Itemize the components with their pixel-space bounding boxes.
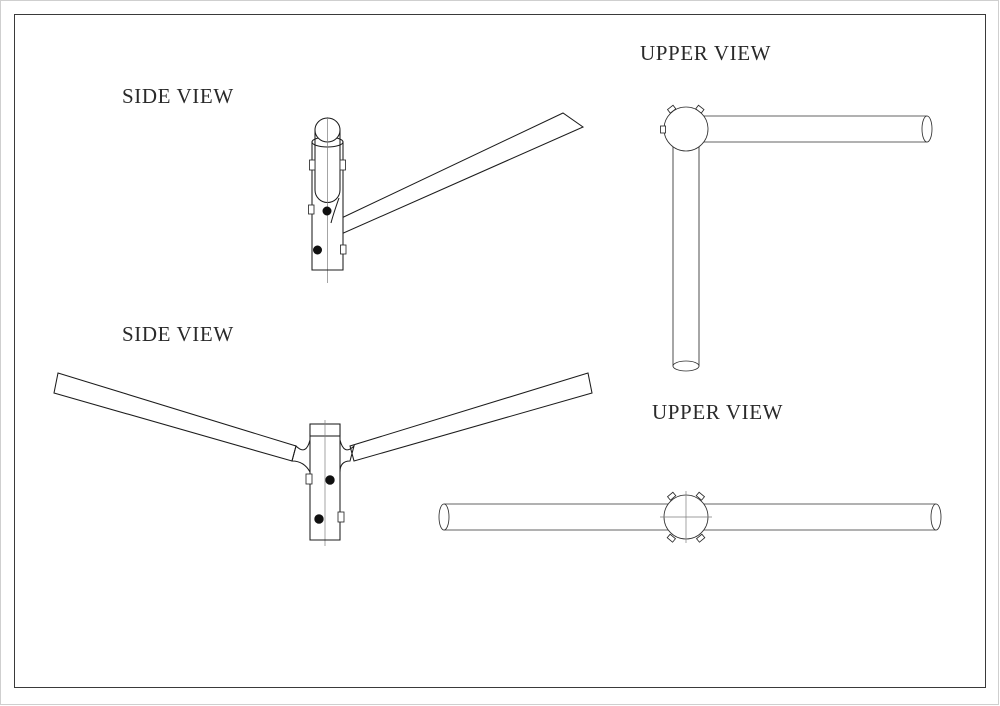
fillet-left bbox=[291, 439, 311, 473]
lug-top-right bbox=[695, 104, 705, 114]
arm-left bbox=[53, 372, 297, 462]
label-upper-view-top: UPPER VIEW bbox=[640, 41, 772, 65]
side-view-top-svg bbox=[308, 112, 585, 283]
lug-bottom-right bbox=[695, 533, 706, 543]
tab-right-upper bbox=[339, 159, 346, 171]
lug-left bbox=[660, 125, 666, 134]
label-side-view-top: SIDE VIEW bbox=[122, 84, 234, 108]
tab-left-lower bbox=[308, 204, 315, 215]
tab-left bbox=[305, 473, 313, 485]
label-upper-view-bottom: UPPER VIEW bbox=[652, 400, 784, 424]
hub-lugs bbox=[660, 104, 705, 134]
hub-circle bbox=[663, 106, 709, 152]
arm-fillet bbox=[330, 197, 340, 224]
arm-right bbox=[349, 372, 593, 462]
side-view-bottom-svg bbox=[53, 372, 593, 546]
bolt-upper bbox=[325, 475, 335, 485]
drawing-side-view-bottom bbox=[40, 360, 620, 555]
lug-bottom-left bbox=[666, 533, 677, 543]
arm-right bbox=[330, 112, 585, 236]
lug-top-right bbox=[695, 491, 706, 501]
upper-view-top-svg bbox=[660, 104, 933, 372]
bolt-lower bbox=[312, 245, 322, 255]
label-side-view-bottom: SIDE VIEW bbox=[122, 322, 234, 346]
hub-circle bbox=[660, 491, 712, 543]
tab-right bbox=[337, 511, 345, 523]
lug-top-left bbox=[666, 104, 677, 114]
drawing-side-view-top bbox=[295, 105, 615, 300]
tube-cap-left bbox=[438, 503, 450, 531]
hub-lugs bbox=[666, 491, 706, 543]
bolt-lower bbox=[314, 514, 324, 524]
lug-top-left bbox=[666, 491, 677, 501]
tube-cap-right bbox=[930, 503, 942, 531]
drawing-upper-view-top bbox=[655, 100, 955, 395]
tube-vertical bbox=[672, 129, 700, 372]
tab-right-lower bbox=[340, 244, 347, 255]
bolt-upper bbox=[322, 206, 332, 216]
drawing-upper-view-bottom bbox=[430, 485, 950, 550]
arm-horizontal bbox=[682, 115, 933, 143]
fillet-right bbox=[339, 439, 356, 473]
upper-view-bottom-svg bbox=[438, 491, 942, 543]
tab-left-upper bbox=[309, 159, 316, 171]
